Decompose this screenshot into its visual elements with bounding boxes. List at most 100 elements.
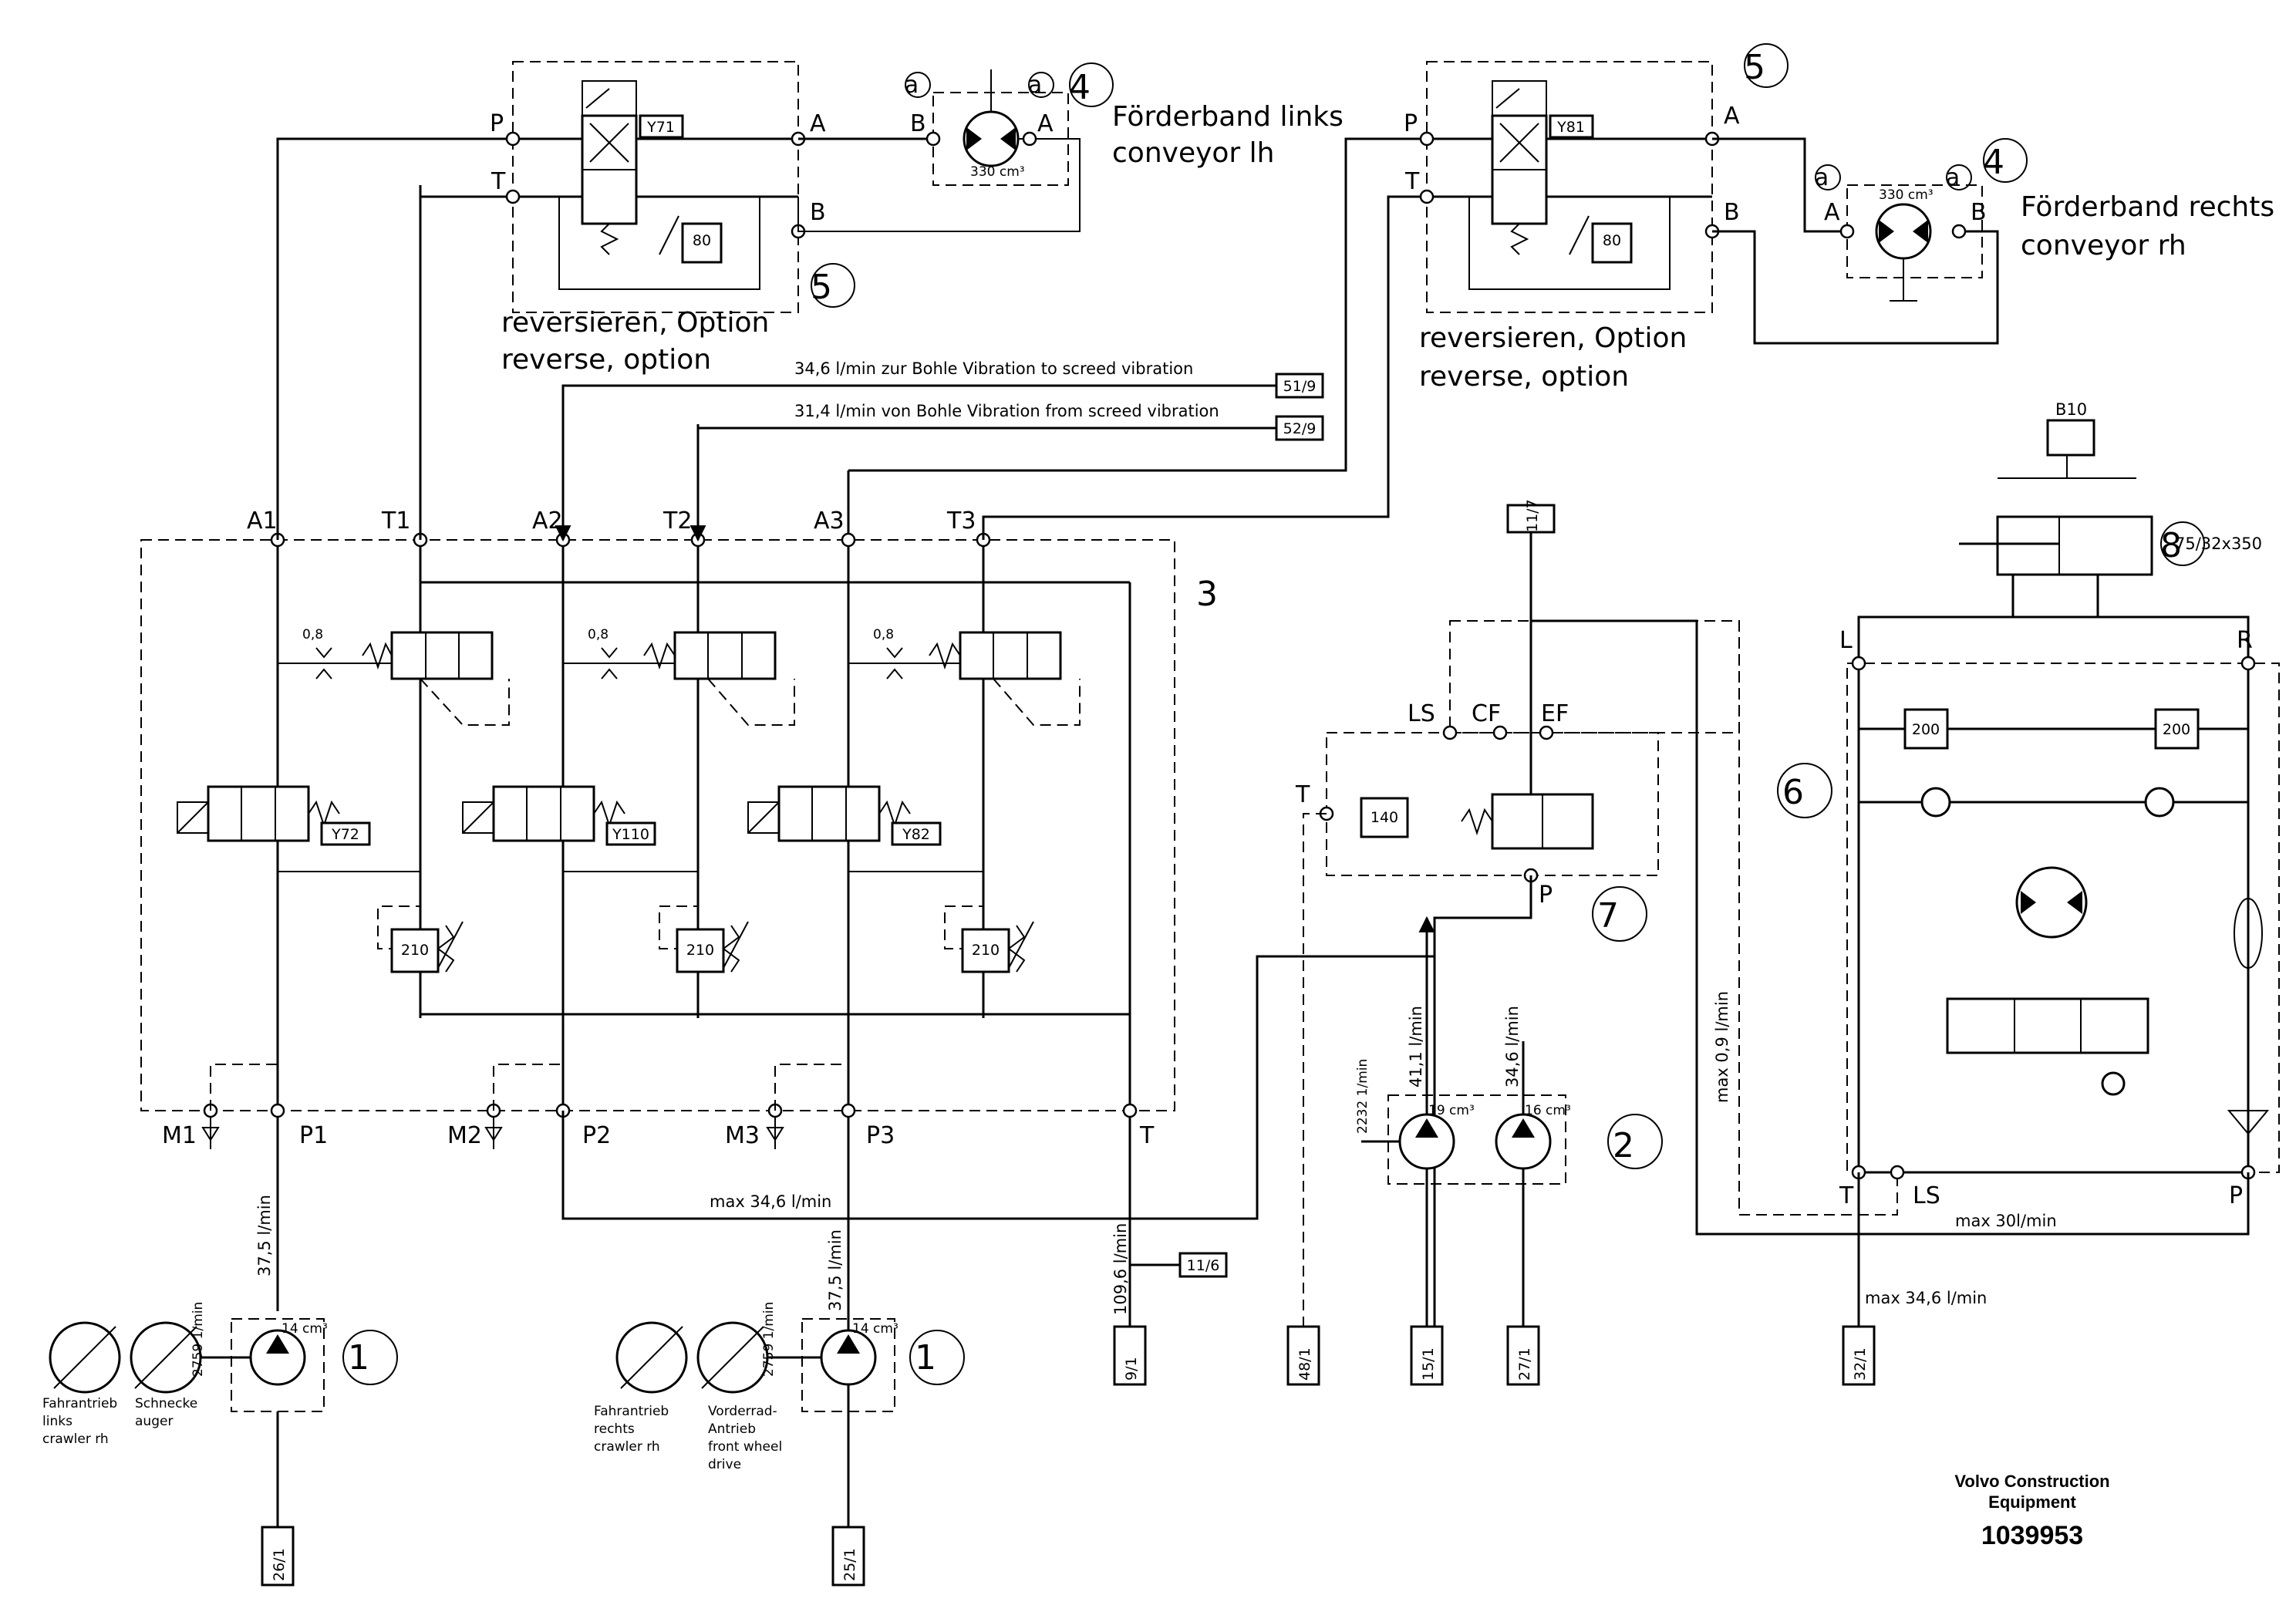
ref-9-1: 9/1 [1123, 1357, 1140, 1381]
port-T2: T2 [663, 508, 692, 534]
flow-346: 34,6 l/min [1503, 1006, 1522, 1088]
disp-14-left: 14 cm³ [282, 1321, 328, 1337]
brand-line-1: Volvo Construction [1954, 1472, 2109, 1491]
part-number: 1039953 [1981, 1521, 2083, 1550]
tag-140: 140 [1371, 809, 1398, 826]
ref-51-9: 51/9 [1283, 378, 1317, 395]
gear-pump-2 [1361, 916, 1663, 1327]
priority-valve [1303, 504, 1740, 1327]
tag-Y71: Y71 [646, 119, 675, 136]
port-v7-T: T [1295, 781, 1310, 808]
screed-vibration-lines [555, 373, 1324, 542]
port-lh-T: T [491, 168, 506, 195]
mark-a-lh-2: a [1028, 72, 1042, 99]
mark-a-rh-2: a [1946, 164, 1960, 191]
cylinder-size: 75/32x350 [2175, 534, 2262, 553]
ref-25-1: 25/1 [841, 1548, 858, 1581]
flow-2232: 2232 1/min [1355, 1059, 1371, 1134]
port-M1: M1 [162, 1122, 197, 1149]
port-M3: M3 [725, 1122, 760, 1149]
reversing-valve-rh [848, 61, 1720, 540]
port-rh-motor-A: A [1824, 199, 1840, 226]
pump-group-left [49, 1318, 398, 1527]
port-rh-motor-B: B [1971, 199, 1987, 226]
flow-1096: 109,6 l/min [1111, 1223, 1130, 1315]
flow-max-346-mid: max 34,6 l/min [710, 1192, 831, 1211]
port-s-LS: LS [1913, 1182, 1940, 1209]
label-1-right: 1 [915, 1338, 936, 1378]
label-4-right: 4 [1983, 143, 2004, 182]
port-rh-B: B [1724, 199, 1740, 226]
ref-15-1: 15/1 [1420, 1347, 1437, 1381]
ref-11-7: 11/7 [1524, 499, 1541, 532]
disp-330-right: 330 cm³ [1879, 187, 1934, 203]
port-M2: M2 [447, 1122, 482, 1149]
label-1-left: 1 [348, 1338, 369, 1378]
cap-fahr-r3: crawler rh [594, 1439, 660, 1455]
flow-max-346-right: max 34,6 l/min [1865, 1289, 1987, 1307]
port-v7-EF: EF [1541, 700, 1569, 727]
flow-2759-right: 2759 1/min [761, 1302, 777, 1377]
flow-max-09: max 0,9 l/min [1713, 991, 1731, 1103]
cap-schnecke: Schnecke [135, 1396, 197, 1411]
conveyor-lh-en: conveyor lh [1112, 137, 1274, 169]
tag-210-2: 210 [686, 942, 714, 959]
port-v7-P: P [1539, 882, 1553, 909]
port-P3: P3 [866, 1122, 895, 1149]
port-s-L: L [1839, 627, 1853, 654]
reverse-lh-de: reversieren, Option [501, 307, 769, 339]
port-A1: A1 [247, 508, 278, 534]
port-lh-motor-B: B [910, 110, 926, 137]
conveyor-rh-de: Förderband rechts [2021, 191, 2274, 223]
reverse-rh-en: reverse, option [1419, 361, 1629, 393]
tag-Y82: Y82 [902, 826, 930, 843]
port-T1: T1 [381, 508, 410, 534]
flow-to-screed: 34,6 l/min zur Bohle Vibration to screed… [794, 359, 1193, 378]
port-rh-T: T [1404, 168, 1420, 195]
label-5-left: 5 [811, 268, 832, 307]
ref-52-9: 52/9 [1283, 420, 1317, 437]
conveyor-rh-en: conveyor rh [2021, 230, 2186, 261]
flow-max-30: max 30l/min [1955, 1212, 2057, 1230]
port-A2: A2 [532, 508, 563, 534]
conveyor-motor-lh [798, 62, 1114, 308]
port-rh-P: P [1404, 110, 1418, 137]
port-T: T [1139, 1122, 1155, 1149]
tag-08-1: 0,8 [302, 627, 323, 642]
ref-32-1: 32/1 [1852, 1347, 1869, 1381]
conveyor-lh-de: Förderband links [1112, 101, 1344, 133]
ref-26-1: 26/1 [271, 1548, 288, 1581]
port-s-R: R [2237, 627, 2253, 654]
ref-48-1: 48/1 [1296, 1347, 1313, 1381]
mark-a-lh-1: a [905, 72, 919, 99]
brand-line-2: Equipment [1988, 1492, 2076, 1512]
ref-11-6: 11/6 [1187, 1257, 1220, 1274]
label-2: 2 [1613, 1126, 1634, 1165]
port-s-T: T [1839, 1182, 1854, 1209]
cap-vord2: Antrieb [708, 1421, 756, 1437]
port-v7-LS: LS [1408, 700, 1435, 727]
disp-330-left: 330 cm³ [970, 164, 1025, 180]
tag-200-left: 200 [1912, 721, 1940, 738]
cap-fahr-l2: links [42, 1414, 72, 1429]
port-lh-P: P [490, 110, 504, 137]
flow-375-right: 37,5 l/min [826, 1229, 845, 1311]
cap-vord1: Vorderrad- [708, 1404, 777, 1419]
pump-group-right [615, 1318, 965, 1412]
port-A3: A3 [814, 508, 845, 534]
reversing-valve-lh [276, 61, 1081, 540]
flow-411: 41,1 l/min [1407, 1006, 1425, 1088]
label-5-right: 5 [1744, 48, 1765, 87]
sensor-b10: B10 [2055, 400, 2087, 419]
flow-from-screed: 31,4 l/min von Bohle Vibration from scre… [794, 402, 1219, 420]
label-8: 8 [2160, 526, 2182, 565]
port-s-P: P [2229, 1182, 2243, 1209]
tag-210-1: 210 [401, 942, 429, 959]
cap-fahr-r1: Fahrantrieb [594, 1404, 669, 1419]
port-v7-CF: CF [1472, 700, 1501, 727]
tag-Y72: Y72 [331, 826, 359, 843]
disp-19: 19 cm³ [1428, 1103, 1475, 1118]
reverse-lh-en: reverse, option [501, 344, 711, 376]
label-4-left: 4 [1069, 68, 1091, 107]
